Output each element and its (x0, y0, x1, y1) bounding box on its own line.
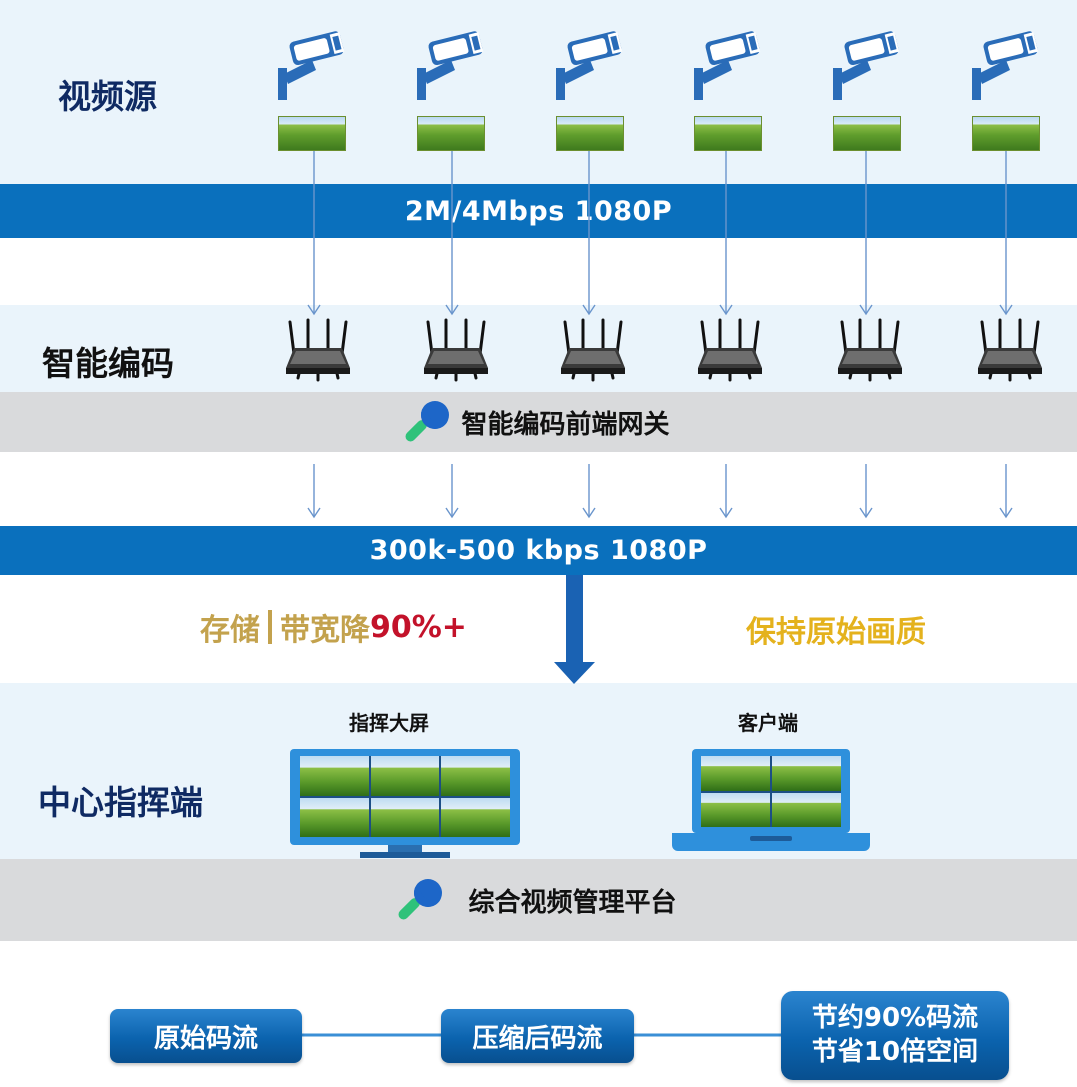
cctv-camera-icon (556, 31, 623, 100)
original-stream-pill: 原始码流 (110, 1009, 302, 1063)
camera-6 (972, 30, 1042, 151)
platform-label: 综合视频管理平台 (468, 887, 677, 918)
video-thumbnail (278, 116, 346, 151)
video-thumbnail (556, 116, 624, 151)
source-rate-text: 2M/4Mbps 1080P (404, 195, 673, 227)
router-5 (836, 318, 904, 382)
bandwidth-benefit: 存储 带宽降 90%+ (200, 605, 467, 649)
router-6 (976, 318, 1044, 382)
camera-4 (694, 30, 764, 151)
router-icon (561, 318, 625, 382)
cctv-camera-icon (278, 31, 345, 100)
router-icon (978, 318, 1042, 382)
video-thumbnail (694, 116, 762, 151)
divider (268, 610, 272, 644)
video-thumbnail (972, 116, 1040, 151)
camera-5 (833, 30, 903, 151)
saving-line-1: 节约90%码流 (811, 1002, 979, 1033)
center-section-band (0, 683, 1077, 859)
compressed-rate-text: 300k-500 kbps 1080P (369, 535, 708, 566)
router-1 (284, 318, 352, 382)
router-icon (698, 318, 762, 382)
router-icon (286, 318, 350, 382)
platform-band: 综合视频管理平台 (0, 859, 1077, 941)
down-arrow-icon (554, 575, 595, 684)
gateway-label: 智能编码前端网关 (461, 409, 670, 440)
encode-section-title: 智能编码 (42, 344, 174, 383)
laptop-icon (672, 749, 870, 853)
video-thumbnail (833, 116, 901, 151)
storage-label: 存储 (200, 613, 260, 648)
summary-connector (300, 1033, 785, 1037)
gateway-band: 智能编码前端网关 (0, 392, 1077, 452)
compressed-stream-pill: 压缩后码流 (441, 1009, 634, 1063)
camera-3 (556, 30, 626, 151)
center-section-title: 中心指挥端 (38, 783, 203, 822)
router-3 (559, 318, 627, 382)
flow-arrows (307, 148, 1013, 684)
client-label: 客户端 (738, 711, 798, 735)
saving-pill: 节约90%码流 节省10倍空间 (781, 991, 1009, 1080)
router-icon (838, 318, 902, 382)
cctv-camera-icon (833, 31, 900, 100)
quality-benefit: 保持原始画质 (746, 615, 926, 650)
video-thumbnail (417, 116, 485, 151)
saving-line-2: 节省10倍空间 (811, 1036, 979, 1067)
source-section-band (0, 0, 1077, 184)
original-stream-label: 原始码流 (153, 1023, 258, 1054)
wrench-icon (407, 401, 450, 443)
monitor-icon (290, 749, 520, 859)
bandwidth-value: 90%+ (370, 609, 467, 645)
cctv-camera-icon (972, 31, 1039, 100)
router-4 (696, 318, 764, 382)
camera-1 (278, 30, 348, 151)
bandwidth-prefix: 带宽降 (280, 613, 370, 648)
cctv-camera-icon (417, 31, 484, 100)
source-section-title: 视频源 (58, 77, 157, 116)
cctv-camera-icon (694, 31, 761, 100)
router-2 (422, 318, 490, 382)
camera-2 (417, 30, 487, 151)
source-rate-band: 2M/4Mbps 1080P (0, 184, 1077, 238)
wrench-icon (400, 879, 443, 921)
compressed-stream-label: 压缩后码流 (472, 1023, 603, 1054)
wall-label: 指挥大屏 (349, 711, 429, 735)
router-icon (424, 318, 488, 382)
encode-section-band (0, 305, 1077, 392)
compressed-rate-band: 300k-500 kbps 1080P (0, 526, 1077, 575)
